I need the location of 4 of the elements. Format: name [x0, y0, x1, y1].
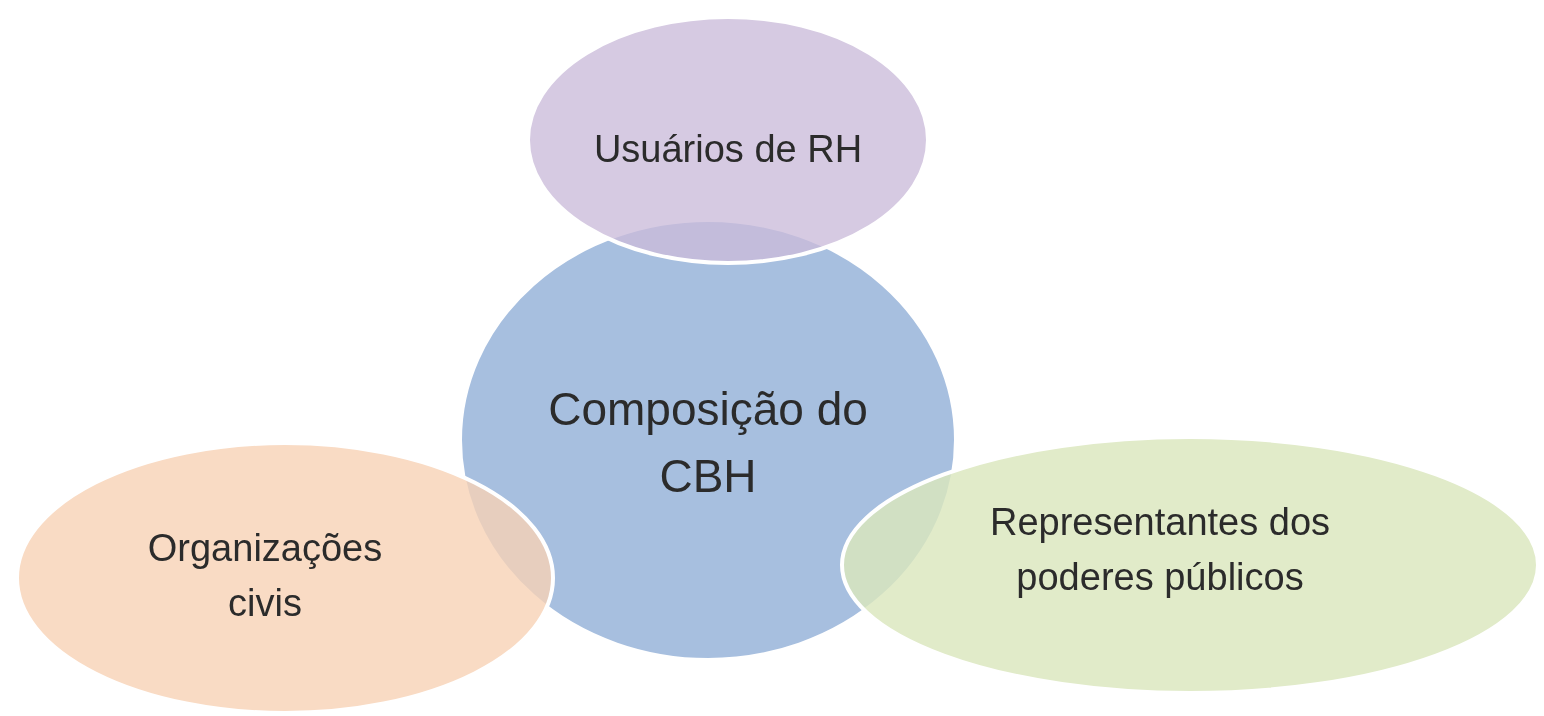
node-label: Usuários de RH	[593, 127, 863, 173]
node-label: Organizações civis	[146, 525, 384, 626]
node-label: Composição do CBH	[547, 382, 869, 504]
node-label: Representantes dos poderes públicos	[988, 499, 1332, 600]
